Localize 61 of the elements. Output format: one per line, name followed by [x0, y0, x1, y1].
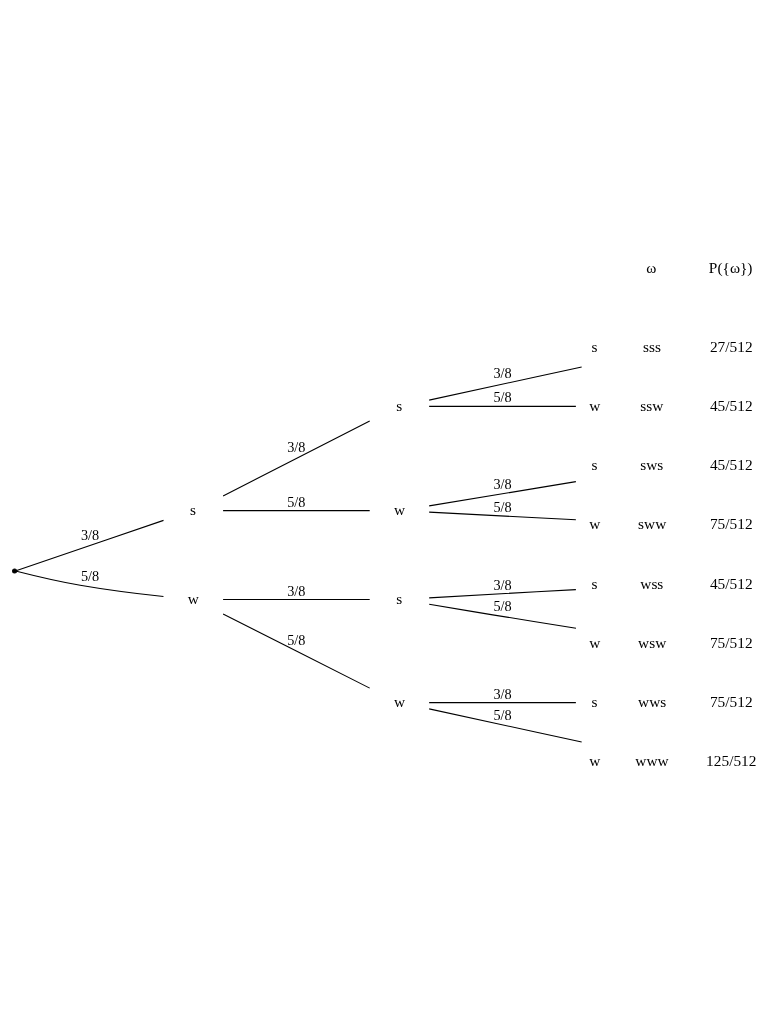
edge-label: 3/8	[287, 438, 306, 455]
node-label: wws	[638, 693, 667, 711]
connector	[428, 366, 583, 401]
edge-label: 5/8	[493, 597, 512, 614]
node-label: 27/512	[709, 337, 753, 355]
node-text: w	[589, 515, 601, 533]
connector	[222, 510, 371, 512]
connector	[428, 511, 577, 521]
node-label: 45/512	[709, 456, 753, 474]
edge-label: 3/8	[287, 582, 306, 599]
connector	[222, 613, 371, 689]
connector	[222, 420, 371, 497]
edge-label: 3/8	[493, 365, 512, 382]
connector	[428, 603, 577, 629]
node-text: w	[589, 752, 601, 770]
connector	[428, 708, 583, 743]
edge-label: 3/8	[493, 476, 512, 493]
node-text: w	[187, 590, 199, 608]
node-text: w	[589, 633, 601, 651]
node-label: wsw	[638, 633, 667, 651]
node-label: ssw	[640, 396, 664, 414]
node-label: wss	[640, 574, 664, 592]
connector	[16, 519, 165, 572]
node-text: w	[393, 501, 406, 519]
node-point	[12, 568, 18, 574]
edge-label: 5/8	[287, 631, 306, 648]
node-text: s	[396, 396, 403, 414]
connector	[428, 589, 577, 599]
edge-label: 5/8	[493, 706, 512, 723]
node-label: 75/512	[709, 633, 753, 651]
node-label: sss	[643, 337, 661, 355]
node-label: 75/512	[709, 693, 753, 711]
node-text: s	[591, 456, 598, 474]
node-label: sww	[638, 515, 667, 533]
node-label: www	[635, 752, 669, 770]
node-text: s	[591, 574, 598, 592]
label: ω	[646, 258, 657, 276]
connector	[16, 570, 164, 598]
node-label: 45/512	[709, 574, 753, 592]
connector	[428, 481, 577, 507]
edge-label: 5/8	[493, 499, 512, 516]
edge-label: 3/8	[493, 685, 512, 702]
edge-label: 5/8	[493, 389, 512, 406]
node-text: s	[591, 693, 598, 711]
edge-label: 5/8	[287, 493, 306, 510]
connector	[428, 702, 577, 704]
node-text: s	[591, 337, 598, 355]
edge-label: 3/8	[493, 577, 512, 594]
edge-label: 3/8	[80, 526, 100, 543]
label: P({ω})	[708, 258, 753, 276]
node-label: sws	[640, 456, 664, 474]
node-text: s	[189, 501, 196, 519]
node-label: 125/512	[706, 752, 757, 770]
node-label: 45/512	[709, 396, 753, 414]
node-text: w	[589, 396, 601, 414]
node-text: s	[396, 590, 403, 608]
edge-label: 5/8	[80, 568, 100, 585]
connector	[222, 598, 371, 601]
connector	[428, 405, 577, 407]
node-text: w	[393, 693, 406, 711]
node-label: 75/512	[709, 515, 753, 533]
